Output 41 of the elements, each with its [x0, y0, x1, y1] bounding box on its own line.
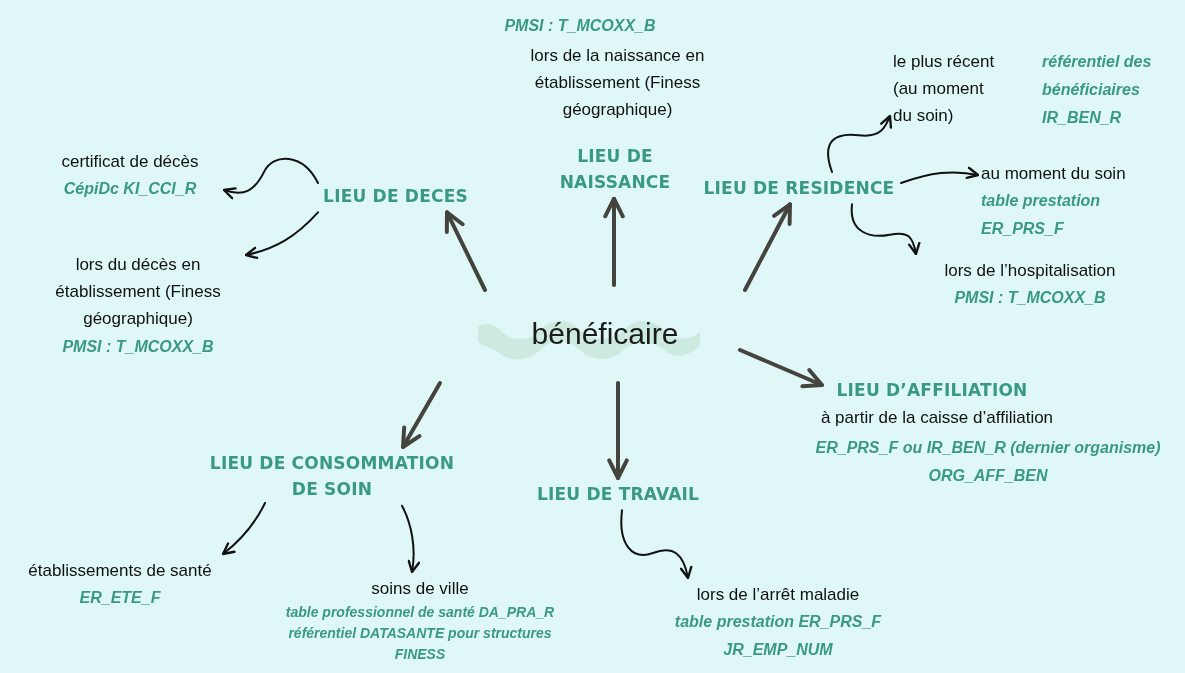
category-heading: LIEU DE TRAVAIL — [530, 478, 706, 511]
description-text: lors du décès en établissement (Finess géographique) — [54, 254, 222, 331]
table-reference: ER_ETE_F — [78, 588, 162, 609]
category-heading: LIEU DE NAISSANCE — [550, 140, 680, 199]
arrow — [222, 157, 319, 200]
description-text: lors de la naissance en établissement (Finess géographique) — [529, 45, 706, 122]
arrow — [850, 203, 921, 256]
description-text: à partir de la caisse d’affiliation — [819, 407, 1055, 429]
description-text: le plus récent (au moment du soin) — [893, 51, 996, 128]
description-text: certificat de décès — [60, 151, 200, 173]
description-text: soins de ville — [370, 578, 470, 600]
arrow — [827, 114, 893, 173]
description-text: lors de l’hospitalisation — [943, 260, 1117, 282]
arrow — [444, 210, 487, 292]
table-reference: CépiDc KI_CCI_R — [62, 179, 198, 200]
table-reference: PMSI : T_MCOXX_B — [953, 288, 1107, 309]
central-concept: bénéficaire — [440, 285, 770, 383]
description-text: lors de l’arrêt maladie — [695, 584, 861, 606]
arrow — [401, 504, 420, 574]
table-reference: référentiel des bénéficiaires IR_BEN_R — [1042, 52, 1153, 128]
table-reference: table professionnel de santé DA_PRA_R référentiel DATASANTE pour structures FINESS — [284, 603, 556, 665]
arrow — [620, 509, 693, 580]
arrow — [244, 211, 319, 259]
arrow — [900, 166, 980, 184]
arrow — [401, 381, 442, 449]
arrow — [743, 202, 792, 292]
arrow — [738, 348, 824, 389]
arrow — [607, 381, 629, 480]
description-text: au moment du soin — [981, 163, 1127, 185]
table-reference: PMSI : T_MCOXX_B — [61, 336, 215, 357]
table-reference: ER_PRS_F ou IR_BEN_R (dernier organisme) ORG_AFF_BEN — [814, 438, 1162, 486]
description-text: établissements de santé — [27, 560, 213, 582]
category-heading: LIEU DE CONSOMMATION DE SOIN — [198, 447, 466, 506]
table-reference: table prestation ER_PRS_F — [981, 191, 1102, 240]
table-reference: table prestation ER_PRS_F JR_EMP_NUM — [673, 612, 883, 661]
category-heading: LIEU DE RESIDENCE — [697, 172, 901, 205]
arrow — [221, 502, 266, 556]
category-heading: LIEU D’AFFILIATION — [822, 374, 1042, 407]
table-reference: PMSI : T_MCOXX_B — [503, 16, 657, 36]
arrow — [603, 196, 625, 287]
category-heading: LIEU DE DECES — [318, 180, 473, 213]
